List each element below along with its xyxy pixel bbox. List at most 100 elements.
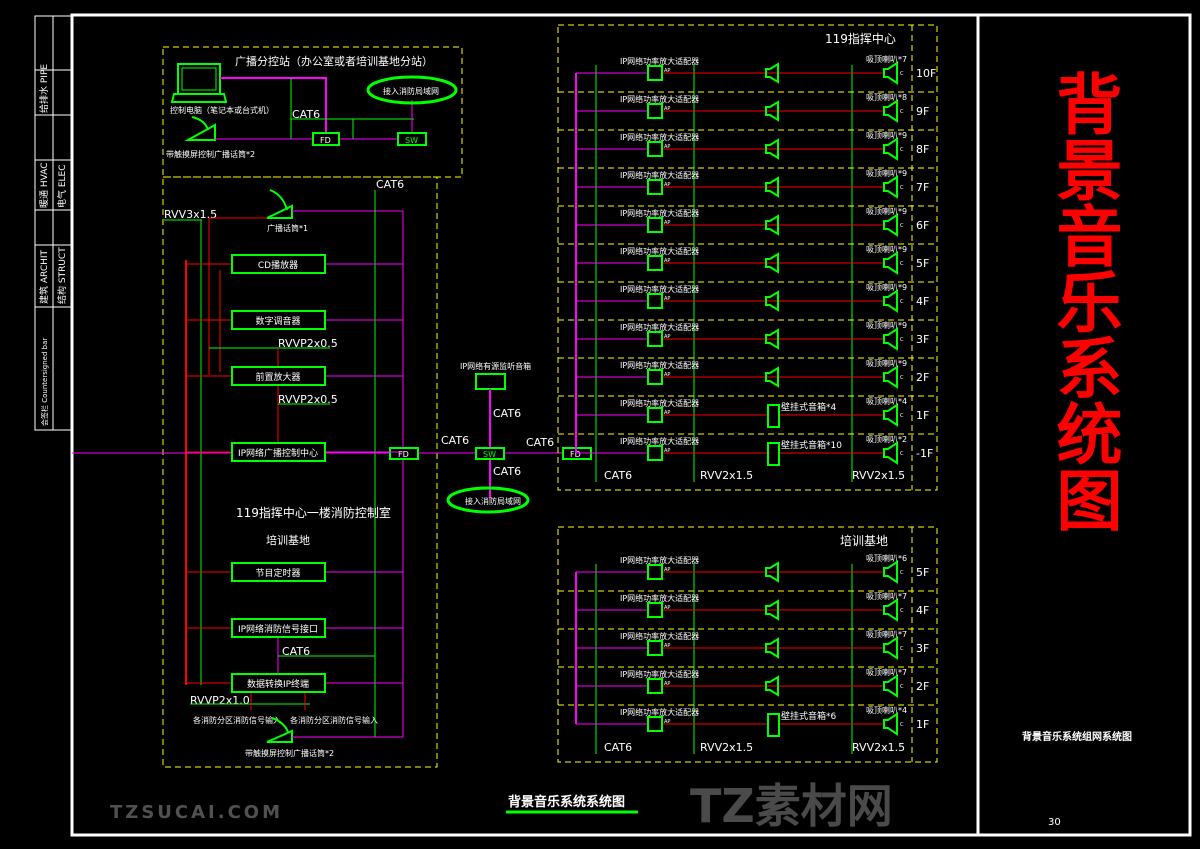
speaker-tag: C (900, 185, 904, 191)
branch-fd-label: FD (320, 136, 331, 145)
room-title: 119指挥中心一楼消防控制室 (236, 505, 391, 520)
device-label: IP网络消防信号接口 (238, 623, 318, 635)
branch-fd (312, 132, 340, 146)
section-border (557, 24, 938, 491)
cat6-left: CAT6 (441, 434, 469, 447)
title-block: 给排水 PIPE 暖通 HVAC 电气 ELEC 建筑 ARCHIT 结构 ST… (34, 15, 72, 431)
middle-sw (475, 447, 505, 460)
device-label: CD播放器 (258, 259, 298, 271)
microphone-icon (184, 116, 216, 141)
speaker-count: 吸顶喇叭*9 (866, 358, 907, 368)
floor-label: 5F (916, 257, 929, 270)
outer-frame (70, 13, 1192, 837)
speaker-tag: C (900, 570, 904, 576)
branch-mic-label: 带触摸屏控制广播话筒*2 (166, 149, 255, 159)
ceiling-speaker-icon (883, 365, 898, 389)
cat6-lower: CAT6 (282, 645, 310, 658)
amp-label: IP网络功率放大适配器 (620, 398, 699, 408)
speaker-tag: C (900, 223, 904, 229)
overlay-title: 背景音乐系统图 (1046, 70, 1123, 532)
amplifier-icon (647, 103, 663, 119)
speaker-tag: C (900, 109, 904, 115)
ceiling-speaker-icon (883, 137, 898, 161)
amp-tag: AP (664, 296, 670, 302)
speaker-tag: C (900, 337, 904, 343)
floor-label: 3F (916, 642, 929, 655)
cable-label: RVV2x1.5 (852, 469, 905, 482)
speaker-count: 吸顶喇叭*8 (866, 92, 907, 102)
speaker-icon (765, 176, 779, 198)
speaker-count: 吸顶喇叭*4 (866, 705, 907, 715)
speaker-count: 吸顶喇叭*4 (866, 396, 907, 406)
amp-tag: AP (664, 643, 670, 649)
amplifier-icon (647, 602, 663, 618)
ceiling-speaker-icon (883, 175, 898, 199)
ceiling-speaker-icon (883, 712, 898, 736)
cloud-icon (446, 486, 530, 514)
amp-tag: AP (664, 410, 670, 416)
wall-speaker-icon (767, 442, 780, 466)
speaker-tag: C (900, 608, 904, 614)
amp-label: IP网络功率放大适配器 (620, 669, 699, 679)
fire-input-right: 各消防分区消防信号输入 (290, 715, 378, 725)
ceiling-speaker-icon (883, 441, 898, 465)
branch-cloud-label: 接入消防局域网 (383, 86, 439, 96)
control-cat6-top: CAT6 (376, 178, 404, 191)
speaker-tag: C (900, 375, 904, 381)
amp-label: IP网络功率放大适配器 (620, 436, 699, 446)
amp-label: IP网络功率放大适配器 (620, 94, 699, 104)
ip-speaker-icon (475, 373, 506, 390)
branch-cable: CAT6 (292, 108, 320, 121)
amp-label: IP网络功率放大适配器 (620, 360, 699, 370)
speaker-icon (765, 366, 779, 388)
speaker-count: 吸顶喇叭*7 (866, 54, 907, 64)
amp-label: IP网络功率放大适配器 (620, 593, 699, 603)
speaker-icon (765, 252, 779, 274)
floor-label: 1F (916, 409, 929, 422)
microphone-icon (266, 729, 293, 743)
amp-label: IP网络功率放大适配器 (620, 170, 699, 180)
tb-elec: 电气 ELEC (56, 164, 68, 208)
branch-sw (397, 132, 427, 146)
speaker-tag: C (900, 451, 904, 457)
device-box (231, 310, 326, 330)
cat6-a: CAT6 (493, 407, 521, 420)
floor-label: 5F (916, 566, 929, 579)
cat6-right: CAT6 (526, 436, 554, 449)
speaker-tag: C (900, 646, 904, 652)
floor-label: 6F (916, 219, 929, 232)
amplifier-icon (647, 331, 663, 347)
device-label: 数字调音器 (255, 315, 300, 327)
amp-label: IP网络功率放大适配器 (620, 322, 699, 332)
control-fd (389, 447, 419, 460)
amplifier-icon (647, 65, 663, 81)
wall-speaker-label: 壁挂式音箱*10 (781, 439, 842, 451)
speaker-icon (765, 100, 779, 122)
ceiling-speaker-icon (883, 61, 898, 85)
amp-label: IP网络功率放大适配器 (620, 132, 699, 142)
wall-speaker-label: 壁挂式音箱*4 (781, 401, 837, 413)
amp-tag: AP (664, 719, 670, 725)
speaker-count: 吸顶喇叭*7 (866, 591, 907, 601)
speaker-count: 吸顶喇叭*2 (866, 434, 907, 444)
ceiling-speaker-icon (883, 674, 898, 698)
speaker-count: 吸顶喇叭*6 (866, 553, 907, 563)
amp-tag: AP (664, 106, 670, 112)
amp-label: IP网络功率放大适配器 (620, 284, 699, 294)
device-box (231, 254, 326, 274)
floor-label: 4F (916, 295, 929, 308)
floor-label: 2F (916, 680, 929, 693)
amp-tag: AP (664, 334, 670, 340)
speaker-tag: C (900, 684, 904, 690)
floor-label: -1F (916, 447, 933, 460)
speaker-icon (765, 561, 779, 583)
tb-archit: 建筑 ARCHIT (38, 249, 50, 304)
cloud-icon (366, 75, 458, 105)
speaker-tag: C (900, 722, 904, 728)
speaker-tag: C (900, 71, 904, 77)
speaker-tag: C (900, 413, 904, 419)
amp-tag: AP (664, 144, 670, 150)
speaker-icon (765, 675, 779, 697)
fire-input-left: 各消防分区消防信号输入 (193, 715, 281, 725)
